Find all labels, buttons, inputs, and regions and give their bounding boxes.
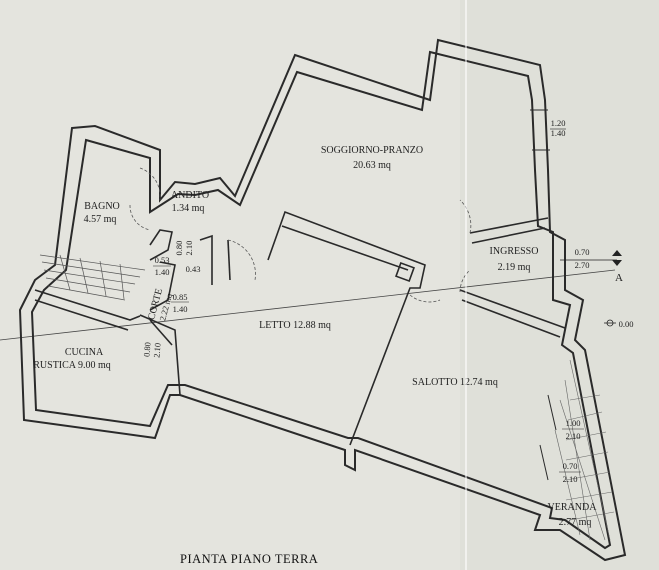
section-markers: [560, 250, 622, 327]
dim-cucina-h: 2.10: [151, 343, 162, 359]
area-soggiorno: 20.63 mq: [353, 160, 391, 171]
label-bagno: BAGNO: [84, 201, 120, 212]
stair-hatch: [39, 254, 146, 301]
dim-top-right-h: 1.40: [551, 128, 566, 138]
dim-ingresso-h: 2.70: [575, 260, 590, 270]
label-soggiorno: SOGGIORNO-PRANZO: [321, 145, 423, 156]
dim-salotto-1-w: 1.00: [566, 418, 581, 428]
dim-salotto-2-w: 0.70: [563, 461, 578, 471]
paper-shadow: [460, 0, 659, 570]
area-veranda: 2.77 mq: [559, 517, 592, 528]
inner-walls: [34, 210, 566, 446]
label-veranda: VERANDA: [548, 502, 598, 513]
plan-title: PIANTA PIANO TERRA: [180, 552, 319, 566]
label-salotto-area: 12.74 mq: [460, 377, 498, 388]
label-letto-name: LETTO: [259, 320, 290, 331]
label-cucina-area: 9.00 mq: [78, 360, 111, 371]
paper-fold: [465, 0, 467, 570]
level-marker: 0.00: [619, 319, 634, 329]
section-line: [0, 269, 616, 341]
dim-salotto-2-h: 2.10: [563, 474, 578, 484]
dim-andito-group: 0.80 2.10: [174, 241, 194, 256]
window-marks: [530, 109, 557, 481]
label-andito: ANDITO: [171, 190, 209, 201]
area-andito: 1.34 mq: [172, 203, 205, 214]
label-letto: LETTO 12.88 mq: [259, 320, 331, 331]
section-marker-a: A: [615, 272, 623, 284]
dim-corte-h: 1.40: [173, 304, 188, 314]
dim-andito-w: 0.80: [174, 241, 184, 256]
walls: [18, 38, 627, 562]
dim-salotto-1-h: 2.10: [566, 431, 581, 441]
dim-andito-h: 2.10: [184, 241, 194, 256]
dim-bagno-w: 0.53: [155, 255, 170, 265]
label-salotto: SALOTTO 12.74 mq: [412, 377, 498, 388]
label-ingresso: INGRESSO: [490, 246, 539, 257]
label-salotto-name: SALOTTO: [412, 377, 457, 388]
dim-top-right-w: 1.20: [551, 118, 566, 128]
dim-step: 0.43: [186, 264, 201, 274]
door-swings: [129, 167, 472, 303]
dim-corte-w: 0.85: [173, 292, 188, 302]
label-cucina-rustica: RUSTICA: [33, 360, 77, 371]
area-ingresso: 2.19 mq: [498, 262, 531, 273]
dim-cucina-w: 0.80: [141, 342, 152, 358]
label-cucina: CUCINA: [65, 347, 104, 358]
dim-bagno-h: 1.40: [155, 267, 170, 277]
area-bagno: 4.57 mq: [84, 214, 117, 225]
dim-cucina-group: 0.80 2.10: [141, 342, 162, 359]
label-letto-area: 12.88 mq: [293, 320, 331, 331]
label-cucina-2: RUSTICA 9.00 mq: [33, 360, 111, 371]
veranda-hatch: [554, 359, 615, 541]
dim-ingresso-w: 0.70: [575, 247, 590, 257]
